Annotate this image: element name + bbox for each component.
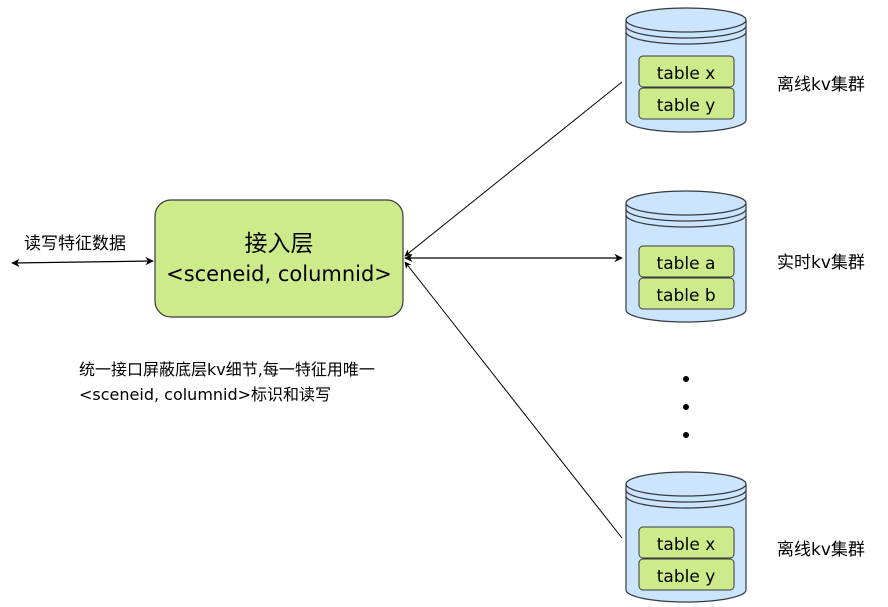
connector-top-cluster: [404, 81, 623, 257]
cluster-cylinder-1: [625, 7, 747, 133]
ellipsis-dots: [683, 376, 689, 438]
description-line-2: <sceneid, columnid>标识和读写: [79, 385, 332, 404]
table-label: table x: [656, 535, 716, 555]
table-box: [638, 245, 735, 278]
cluster-cylinder-2: [625, 190, 747, 323]
cluster-cylinder-3: [625, 471, 747, 603]
cluster-name: 实时kv集群: [777, 253, 865, 273]
left-label: 读写特征数据: [24, 234, 126, 254]
description-line-1: 统一接口屏蔽底层kv细节,每一特征用唯一: [79, 360, 375, 379]
table-box: [638, 558, 735, 591]
table-label: table a: [656, 254, 716, 274]
access-layer-box: [154, 199, 404, 318]
access-layer-subtitle: <sceneid, columnid>: [166, 261, 392, 286]
table-box: [638, 526, 735, 559]
access-layer-title: 接入层: [244, 230, 314, 257]
table-box: [638, 277, 735, 310]
cluster-name: 离线kv集群: [777, 540, 865, 560]
table-box: [638, 87, 735, 120]
connector-bottom-cluster: [404, 261, 623, 539]
table-label: table x: [656, 64, 716, 84]
table-label: table b: [656, 286, 716, 306]
table-box: [638, 55, 735, 88]
cluster-name: 离线kv集群: [777, 75, 865, 95]
access-layer-text: 接入层 <sceneid, columnid>: [155, 200, 403, 317]
table-label: table y: [656, 567, 716, 587]
table-label: table y: [656, 96, 716, 116]
left-bidirectional-arrow: [11, 256, 154, 268]
